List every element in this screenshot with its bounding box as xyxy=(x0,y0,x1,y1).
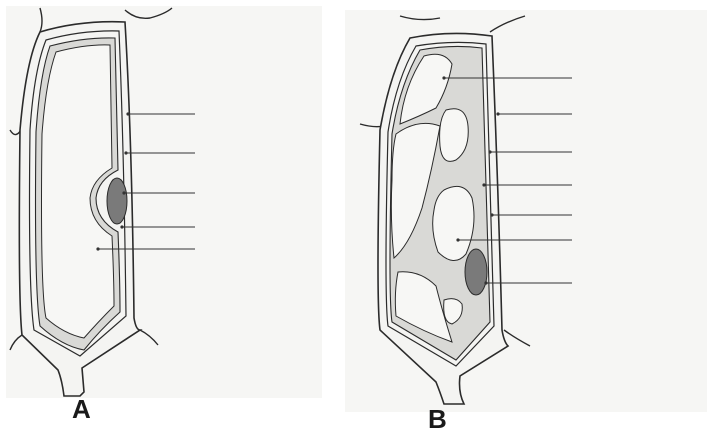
vacuole-b-2 xyxy=(433,186,474,260)
pointer-dot-a-1 xyxy=(126,112,129,115)
nucleus-a xyxy=(107,178,127,224)
panel-b-letter: B xyxy=(428,404,447,435)
pointer-dot-b-6 xyxy=(456,238,459,241)
pointer-dot-b-4 xyxy=(482,183,485,186)
pointer-dot-a-2 xyxy=(124,151,127,154)
nucleus-b xyxy=(465,249,487,295)
pointer-dot-b-2 xyxy=(496,112,499,115)
cell-a-drawing xyxy=(0,0,330,435)
pointer-dot-b-1 xyxy=(442,76,445,79)
pointer-dot-b-3 xyxy=(488,150,491,153)
pointer-dot-b-5 xyxy=(490,213,493,216)
pointer-dot-a-5 xyxy=(96,247,99,250)
pointer-dot-b-7 xyxy=(484,281,487,284)
pointer-dot-a-4 xyxy=(120,225,123,228)
cell-diagram-a: A xyxy=(0,0,330,435)
cell-diagram-b: B xyxy=(340,0,712,435)
pointer-dot-a-3 xyxy=(122,191,125,194)
panel-a-letter: A xyxy=(72,394,91,425)
cell-b-drawing xyxy=(340,0,712,435)
